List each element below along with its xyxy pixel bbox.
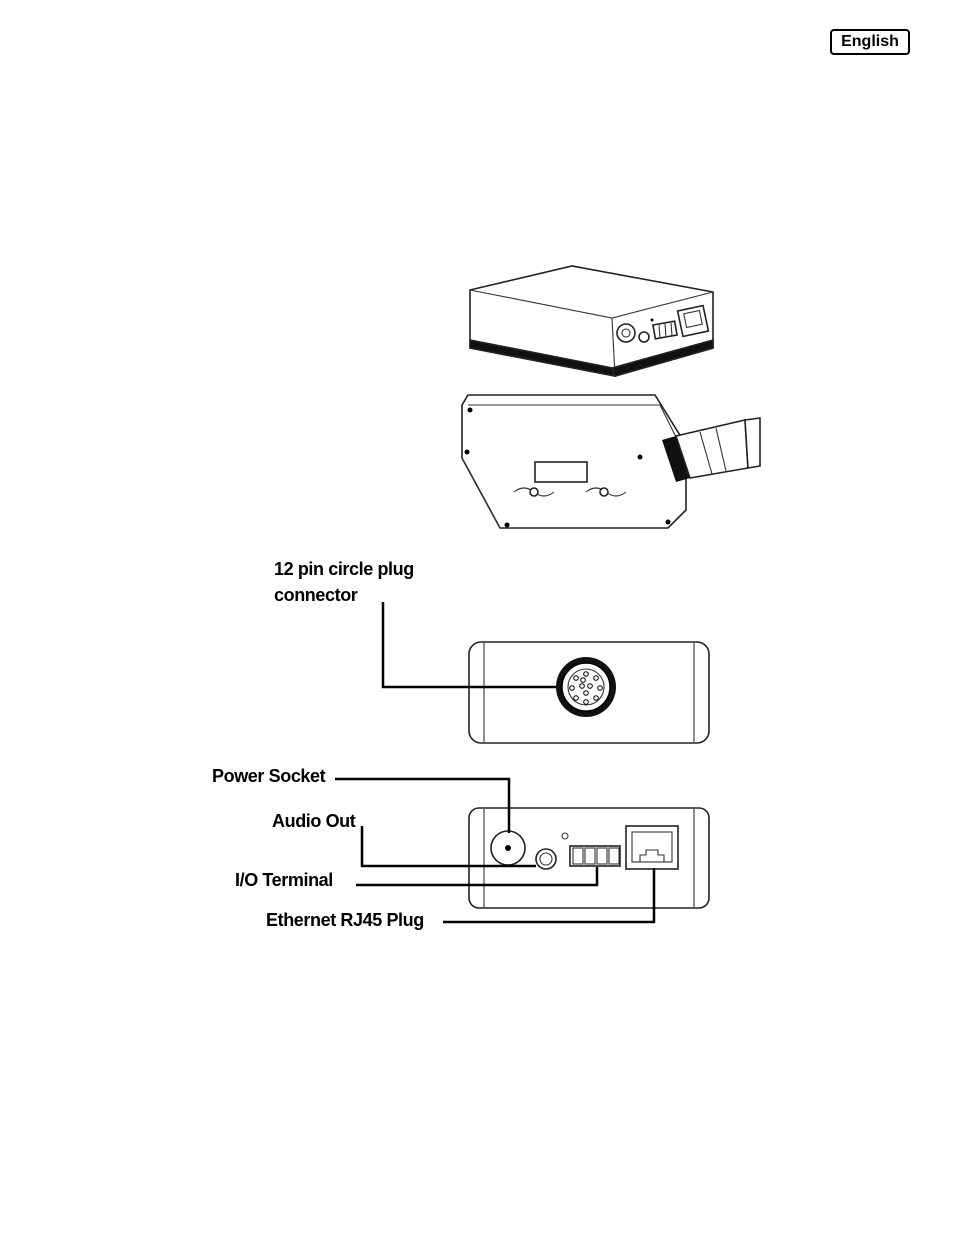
io-terminal-icon (570, 846, 620, 866)
device-rear-view (469, 808, 709, 908)
device-bottom-view (462, 395, 760, 528)
connector-label-line2: connector (274, 584, 357, 606)
io-terminal-label: I/O Terminal (235, 869, 333, 891)
ethernet-label: Ethernet RJ45 Plug (266, 909, 424, 931)
audio-out-label: Audio Out (272, 810, 355, 832)
device-top-view (470, 266, 713, 376)
audio-jack-icon (536, 849, 556, 869)
rj45-port-icon (626, 826, 678, 869)
power-socket-label: Power Socket (212, 765, 325, 787)
connector-label-line1: 12 pin circle plug (274, 558, 414, 580)
device-front-view (469, 642, 709, 743)
